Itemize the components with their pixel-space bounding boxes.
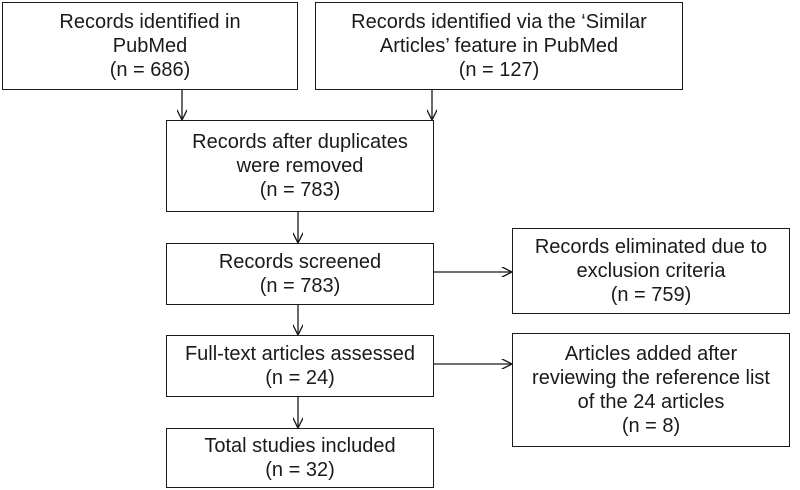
box-records-screened: Records screened (n = 783) bbox=[166, 243, 434, 305]
box-total-included: Total studies included (n = 32) bbox=[166, 428, 434, 488]
box-line: Records after duplicates bbox=[192, 131, 408, 153]
box-line: reviewing the reference list bbox=[532, 367, 770, 389]
box-count: (n = 127) bbox=[458, 59, 540, 81]
box-line: Records screened bbox=[218, 251, 382, 273]
box-full-text-assessed: Full-text articles assessed (n = 24) bbox=[166, 335, 434, 397]
box-line: Articles’ feature in PubMed bbox=[379, 35, 619, 57]
box-count: (n = 759) bbox=[610, 284, 692, 306]
box-articles-added: Articles added after reviewing the refer… bbox=[512, 333, 790, 447]
box-count: (n = 24) bbox=[265, 367, 335, 389]
box-count: (n = 783) bbox=[259, 275, 341, 297]
box-count: (n = 783) bbox=[259, 179, 341, 201]
box-records-eliminated: Records eliminated due to exclusion crit… bbox=[512, 228, 790, 314]
box-count: (n = 8) bbox=[621, 415, 681, 437]
box-line: exclusion criteria bbox=[576, 260, 726, 282]
box-line: Records identified in bbox=[59, 11, 241, 33]
box-line: were removed bbox=[236, 155, 364, 177]
box-line: Records eliminated due to bbox=[534, 236, 768, 258]
box-line: PubMed bbox=[112, 35, 188, 57]
box-count: (n = 32) bbox=[265, 459, 335, 481]
box-line: Articles added after bbox=[564, 343, 738, 365]
box-records-pubmed: Records identified in PubMed (n = 686) bbox=[2, 2, 298, 90]
box-line: of the 24 articles bbox=[577, 391, 725, 413]
box-line: Records identified via the ‘Similar bbox=[351, 11, 647, 33]
box-count: (n = 686) bbox=[109, 59, 191, 81]
box-records-similar-articles: Records identified via the ‘Similar Arti… bbox=[315, 2, 683, 90]
box-line: Total studies included bbox=[204, 435, 396, 457]
box-line: Full-text articles assessed bbox=[184, 343, 416, 365]
box-records-after-duplicates: Records after duplicates were removed (n… bbox=[166, 120, 434, 212]
